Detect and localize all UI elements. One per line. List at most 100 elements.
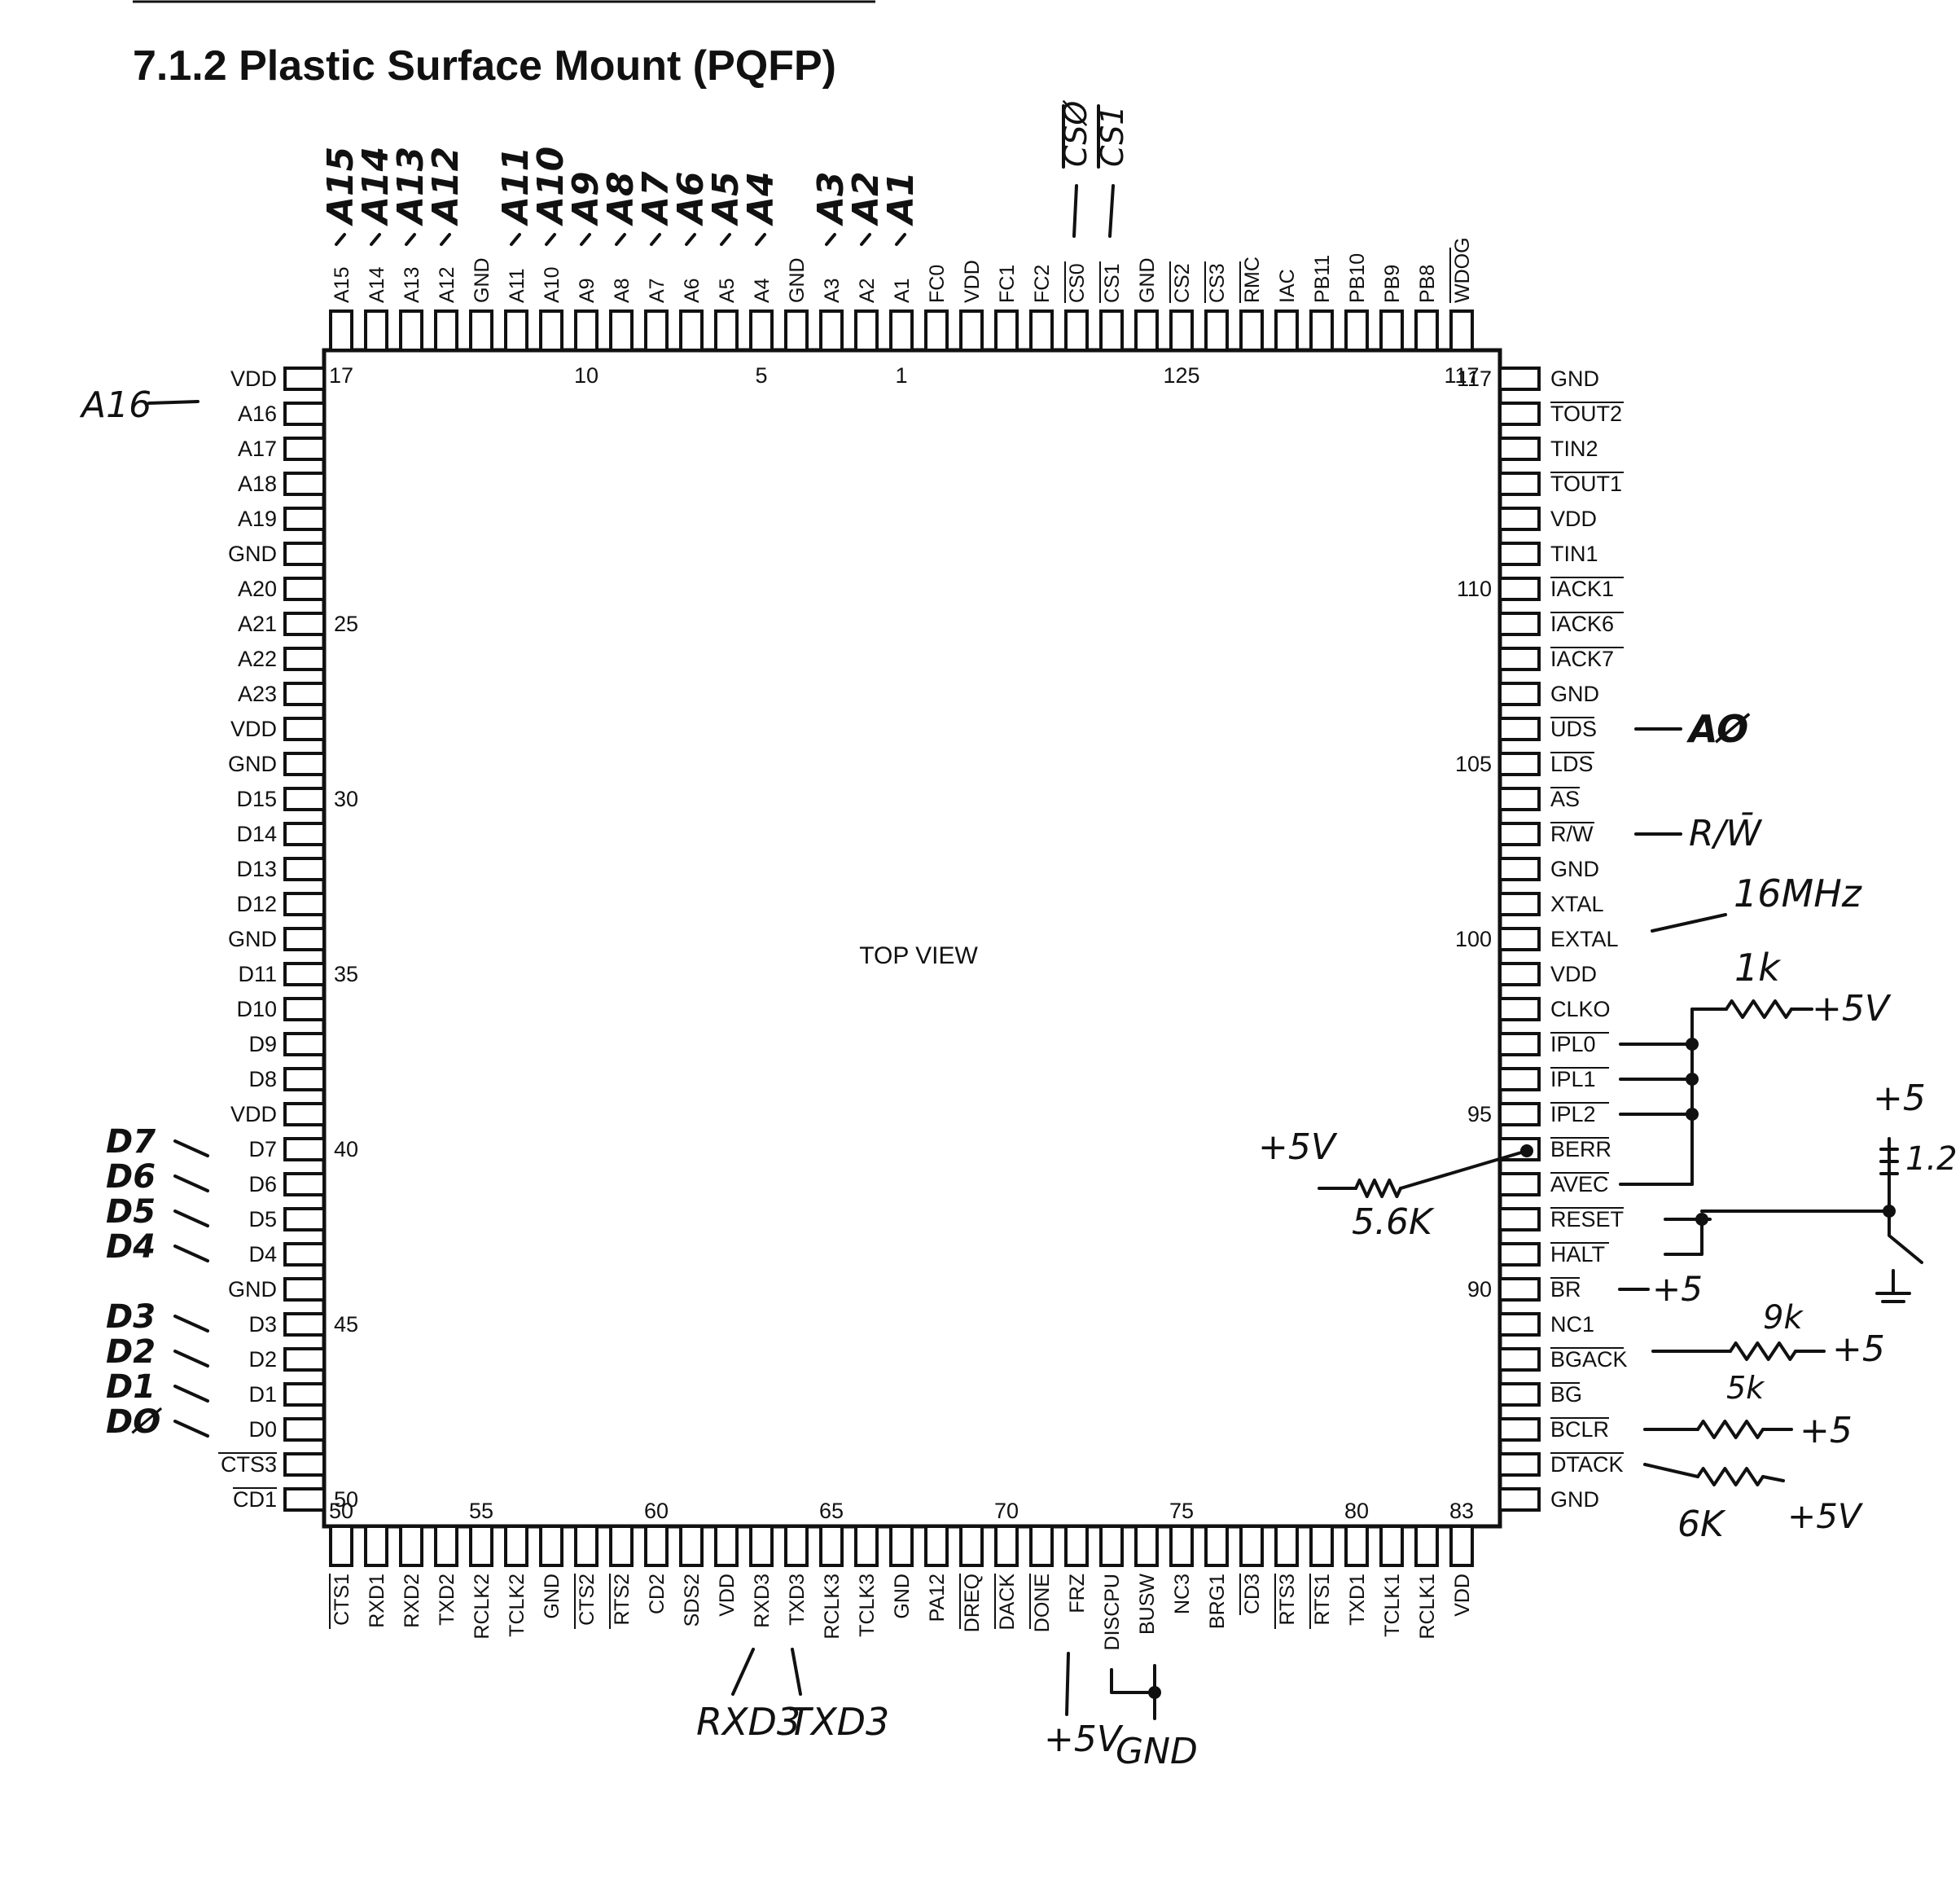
handwritten-d2: D2 <box>106 1333 156 1371</box>
pin-left-gnd-26 <box>283 1277 326 1302</box>
pin-label-bottom-cd2: CD2 <box>646 1574 669 1614</box>
resistor-5-6k <box>1354 1179 1402 1198</box>
pin-label-bottom-brg1: BRG1 <box>1206 1574 1229 1629</box>
pin-right-ipl1-20 <box>1498 1067 1541 1091</box>
pin-label-top-cs1: CS1 <box>1101 263 1124 303</box>
pin-number-top: 5 <box>755 363 767 388</box>
pin-label-right-reset: RESET <box>1550 1207 1624 1231</box>
handwritten-top-a3: A3 <box>810 171 852 226</box>
pin-right-tin2-2 <box>1498 437 1541 461</box>
pin-left-gnd-11 <box>283 752 326 776</box>
pin-label-top-a7: A7 <box>646 278 669 303</box>
pin-label-top-fc2: FC2 <box>1031 265 1054 303</box>
pin-top-cs3-25 <box>1204 310 1229 352</box>
pin-left-d14-13 <box>283 822 326 846</box>
pin-label-right-bgack: BGACK <box>1550 1347 1628 1372</box>
pin-label-left-a20: A20 <box>238 577 277 601</box>
lead-d <box>173 1420 209 1438</box>
pin-label-top-a3: A3 <box>821 278 844 303</box>
pin-top-rmc-26 <box>1239 310 1264 352</box>
lead-d5 <box>173 1209 209 1227</box>
handwritten-d4: D4 <box>106 1228 156 1266</box>
pin-left-a18-3 <box>283 472 326 496</box>
pin-number-right: 95 <box>1467 1102 1492 1126</box>
pin-label-left-a23: A23 <box>238 682 277 706</box>
pin-left-a16-1 <box>283 402 326 426</box>
pin-left-d6-23 <box>283 1172 326 1196</box>
pin-label-top-a10: A10 <box>541 267 563 303</box>
pin-label-right-tin2: TIN2 <box>1550 437 1598 461</box>
pin-left-d1-29 <box>283 1382 326 1407</box>
handwritten-plus5v-berr: +5V <box>1258 1126 1338 1168</box>
pin-number-right: 110 <box>1457 577 1492 601</box>
pin-right-dtack-31 <box>1498 1452 1541 1477</box>
tick-a2 <box>860 233 871 246</box>
pin-number-top: 17 <box>329 363 353 388</box>
pin-right-lds-11 <box>1498 752 1541 776</box>
tick-a14 <box>370 233 381 246</box>
pin-label-left-d7: D7 <box>248 1137 277 1161</box>
handwritten-a16: A16 <box>79 384 151 426</box>
pin-bottom-vdd-11 <box>714 1525 739 1567</box>
pin-label-bottom-tclk2: TCLK2 <box>506 1574 528 1637</box>
pin-left-gnd-5 <box>283 542 326 566</box>
handwritten-d3: D3 <box>106 1298 156 1336</box>
pin-label-bottom-dack: DACK <box>996 1574 1019 1631</box>
pin-label-top-vdd: VDD <box>961 260 984 303</box>
pin-number-bottom: 83 <box>1449 1499 1474 1523</box>
pin-label-right-uds: UDS <box>1550 717 1597 741</box>
pin-number-left: 40 <box>334 1137 358 1161</box>
pin-bottom-dack-19 <box>994 1525 1019 1567</box>
pin-label-bottom-rxd1: RXD1 <box>366 1574 388 1628</box>
handwritten-d: DØ <box>106 1403 162 1441</box>
resistor-5k <box>1696 1420 1765 1439</box>
pin-label-bottom-pa12: PA12 <box>926 1574 949 1622</box>
handwritten-6k: 6K <box>1677 1504 1726 1545</box>
pin-label-right-nc1: NC1 <box>1550 1312 1594 1337</box>
pin-label-right-lds: LDS <box>1550 752 1594 776</box>
pin-right-clko-18 <box>1498 997 1541 1021</box>
tick-a3 <box>825 233 836 246</box>
pin-label-bottom-tclk1: TCLK1 <box>1381 1574 1404 1637</box>
pin-right-xtal-15 <box>1498 892 1541 916</box>
pin-label-top-a14: A14 <box>366 266 388 303</box>
pin-label-left-gnd: GND <box>228 927 277 951</box>
pin-left-d10-18 <box>283 997 326 1021</box>
pin-bottom-cts2-7 <box>574 1525 599 1567</box>
pin-bottom-rclk2-4 <box>469 1525 493 1567</box>
pin-bottom-txd3-13 <box>784 1525 809 1567</box>
pin-bottom-cd2-9 <box>644 1525 669 1567</box>
handwritten-top-a14: A14 <box>355 147 397 226</box>
pin-label-top-a5: A5 <box>716 278 739 303</box>
tick-a7 <box>650 233 661 246</box>
pin-bottom-rts1-28 <box>1309 1525 1334 1567</box>
pin-top-wdog-32 <box>1449 310 1474 352</box>
pin-bottom-gnd-16 <box>889 1525 914 1567</box>
pin-left-d13-14 <box>283 857 326 881</box>
pin-number-left: 30 <box>334 787 358 811</box>
halt-lead <box>1664 1218 1703 1256</box>
pin-number-top: 125 <box>1163 363 1199 388</box>
pin-left-vdd-0 <box>283 367 326 391</box>
lead-d6 <box>173 1174 209 1192</box>
berr-lead-right <box>1399 1149 1528 1190</box>
pin-number-bottom: 50 <box>329 1499 353 1523</box>
pin-label-right-tin1: TIN1 <box>1550 542 1598 566</box>
pin-number-top: 1 <box>895 363 907 388</box>
pin-label-right-ipl0: IPL0 <box>1550 1032 1596 1056</box>
pin-right-as-12 <box>1498 787 1541 811</box>
frz-lead <box>1065 1652 1070 1716</box>
pin-left-d4-25 <box>283 1242 326 1267</box>
tick-a1 <box>895 233 906 246</box>
pin-label-left-vdd: VDD <box>230 717 277 741</box>
pin-label-left-a21: A21 <box>238 612 277 636</box>
resistor-1k <box>1725 999 1793 1019</box>
resistor-6k <box>1696 1467 1765 1486</box>
pin-top-a4-12 <box>749 310 774 352</box>
pin-right-bclr-30 <box>1498 1417 1541 1442</box>
reset-junction <box>1695 1213 1708 1226</box>
pin-left-a20-6 <box>283 577 326 601</box>
handwritten-16mhz: 16MHz <box>1734 871 1862 915</box>
pin-left-d3-27 <box>283 1312 326 1337</box>
